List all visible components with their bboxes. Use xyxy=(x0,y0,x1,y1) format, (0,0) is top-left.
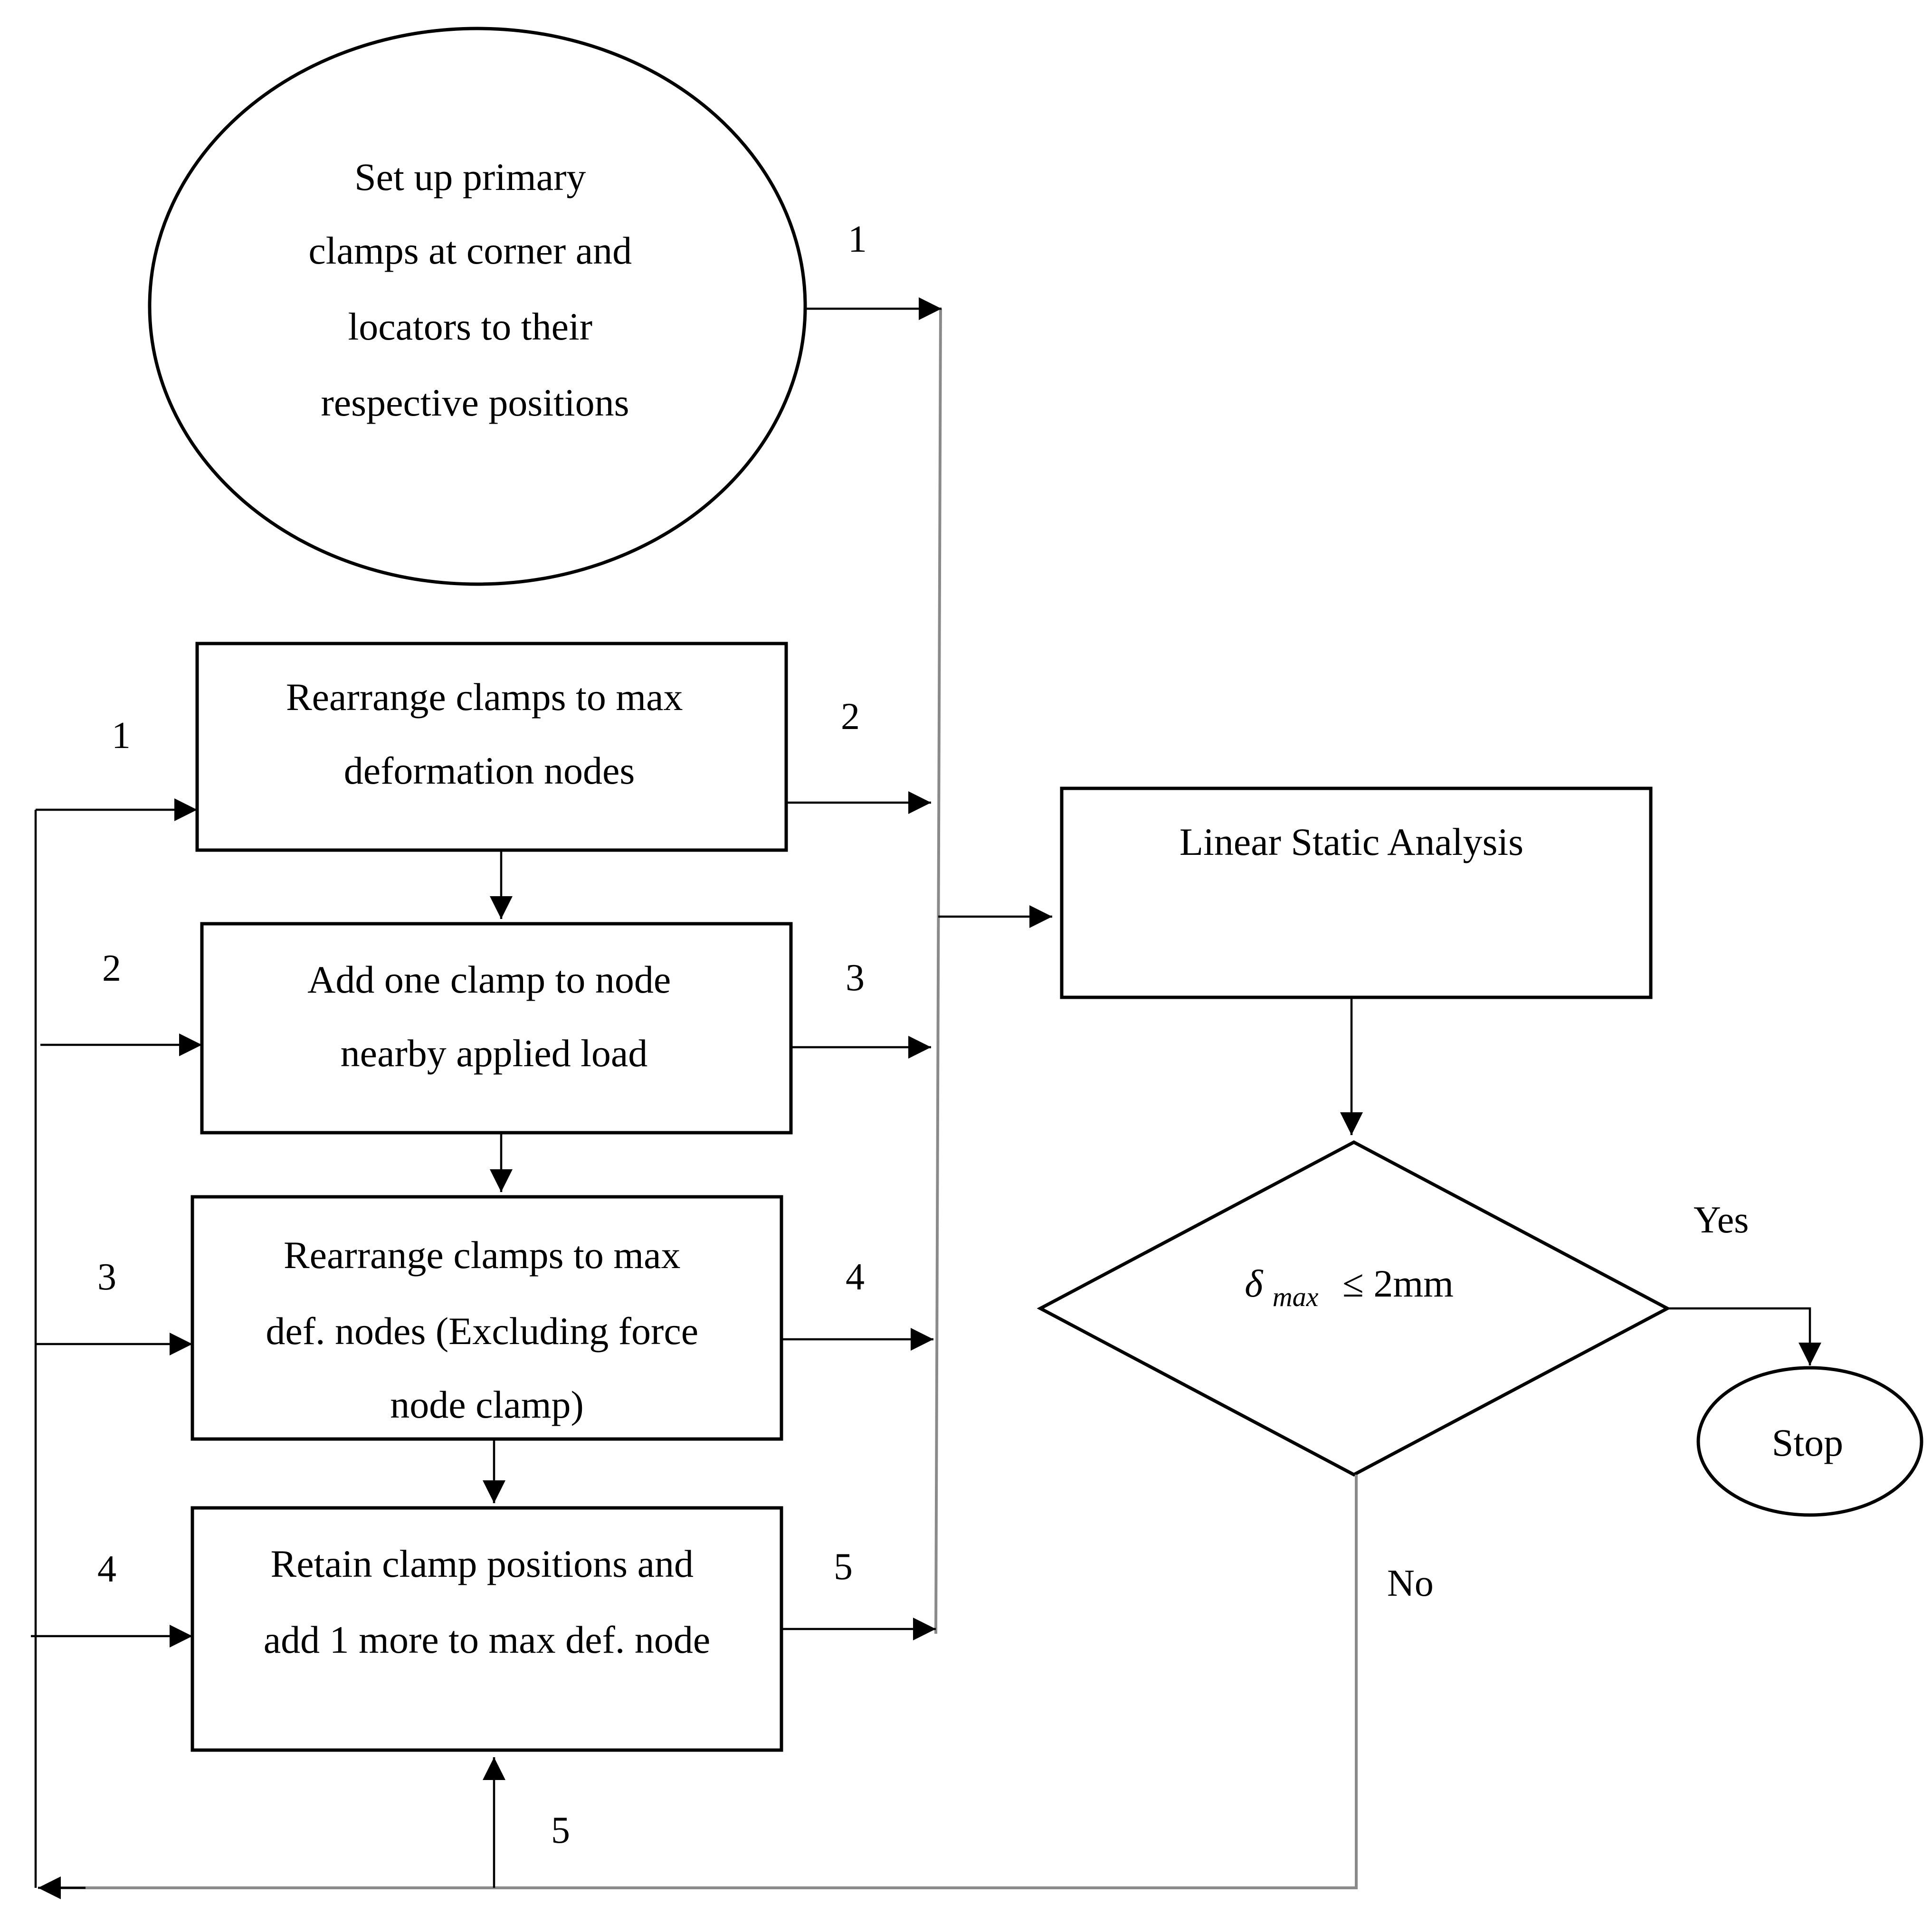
step1-box xyxy=(195,642,788,852)
left-label-1: 1 xyxy=(112,715,131,757)
step4-text: Retain clamp positions and add 1 more to… xyxy=(264,1542,710,1661)
left-label-4: 4 xyxy=(97,1548,116,1590)
right-label-2: 2 xyxy=(841,696,860,738)
stop-ellipse xyxy=(1696,1366,1923,1517)
left-label-2: 2 xyxy=(102,947,121,989)
no-loop-line xyxy=(52,1475,1358,1889)
collector-bus xyxy=(934,308,942,1634)
start-ellipse xyxy=(148,27,807,586)
start-text: Set up primary clamps at corner and loca… xyxy=(308,155,641,424)
analysis-text: Linear Static Analysis xyxy=(1180,820,1523,863)
left-label-3: 3 xyxy=(97,1256,116,1298)
step2-text: Add one clamp to node nearby applied loa… xyxy=(307,958,681,1075)
right-label-3: 3 xyxy=(846,957,865,999)
stop-text: Stop xyxy=(1772,1421,1843,1464)
decision-text: δ max ≤ 2mm xyxy=(1245,1262,1454,1315)
step2-box xyxy=(200,922,793,1135)
no-label: No xyxy=(1387,1563,1434,1604)
step3-text: Rearrange clamps to max def. nodes (Excl… xyxy=(266,1233,708,1426)
right-label-1: 1 xyxy=(848,218,867,260)
right-label-5: 5 xyxy=(834,1546,853,1588)
step1-text: Rearrange clamps to max deformation node… xyxy=(286,675,693,792)
step4-box xyxy=(190,1506,783,1752)
yes-label: Yes xyxy=(1694,1199,1749,1241)
decision-diamond xyxy=(1037,1140,1671,1477)
step3-box xyxy=(190,1195,783,1441)
arrow-yes-to-stop xyxy=(1667,1307,1821,1365)
bottom-label-5: 5 xyxy=(551,1809,570,1851)
analysis-box xyxy=(1060,786,1653,999)
right-label-4: 4 xyxy=(846,1256,865,1298)
